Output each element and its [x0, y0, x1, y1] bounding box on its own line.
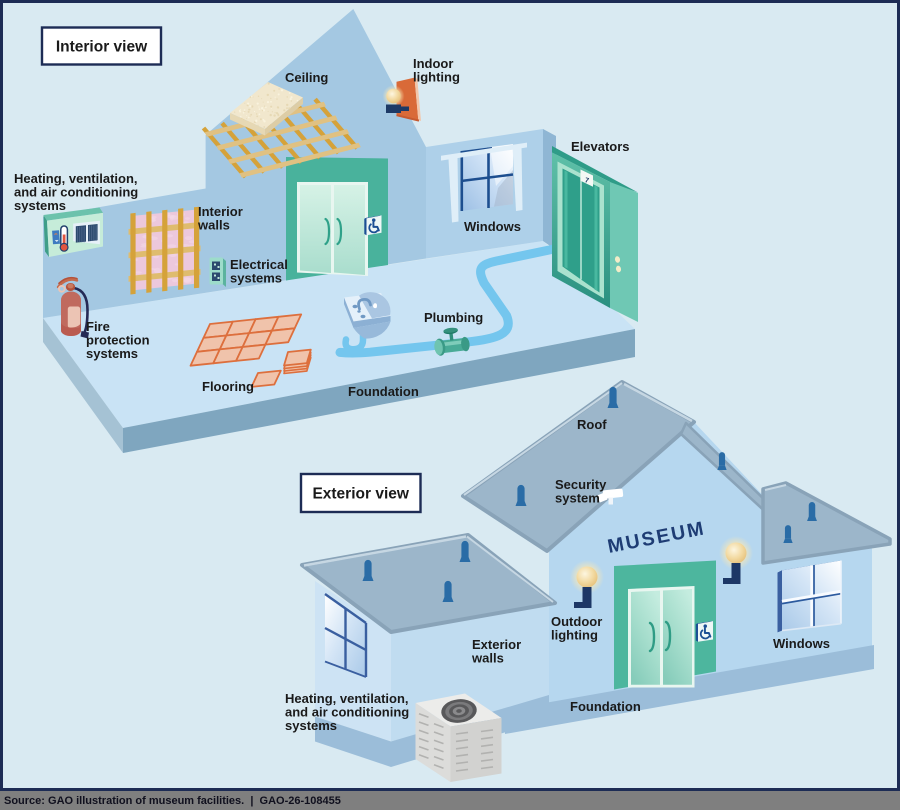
svg-text:Heating, ventilation,: Heating, ventilation, [14, 171, 138, 186]
svg-text:Elevators: Elevators [571, 139, 630, 154]
svg-text:protection: protection [86, 332, 150, 347]
svg-text:Outdoor: Outdoor [551, 614, 602, 629]
svg-text:walls: walls [197, 217, 230, 232]
svg-text:7: 7 [584, 177, 590, 185]
svg-text:Windows: Windows [773, 636, 830, 651]
svg-text:Exterior view: Exterior view [312, 486, 409, 503]
svg-text:Interior: Interior [198, 204, 243, 219]
svg-text:Heating, ventilation,: Heating, ventilation, [285, 691, 409, 706]
svg-text:Source: GAO illustration of mu: Source: GAO illustration of museum facil… [4, 795, 341, 807]
svg-text:Windows: Windows [464, 219, 521, 234]
svg-text:Flooring: Flooring [202, 379, 254, 394]
svg-text:Fire: Fire [86, 319, 110, 334]
svg-text:Security: Security [555, 477, 607, 492]
svg-text:systems: systems [14, 198, 66, 213]
svg-text:lighting: lighting [551, 627, 598, 642]
svg-text:walls: walls [471, 650, 504, 665]
svg-text:Ceiling: Ceiling [285, 70, 328, 85]
svg-text:Roof: Roof [577, 417, 607, 432]
svg-text:and air conditioning: and air conditioning [285, 704, 409, 719]
svg-text:Foundation: Foundation [348, 384, 419, 399]
svg-text:systems: systems [86, 346, 138, 361]
svg-text:system: system [555, 490, 600, 505]
svg-text:Indoor: Indoor [413, 56, 453, 71]
svg-text:systems: systems [285, 718, 337, 733]
svg-text:Interior view: Interior view [56, 39, 148, 56]
svg-text:and air conditioning: and air conditioning [14, 184, 138, 199]
svg-text:Exterior: Exterior [472, 637, 521, 652]
svg-text:Plumbing: Plumbing [424, 310, 483, 325]
svg-text:Foundation: Foundation [570, 699, 641, 714]
svg-text:Electrical: Electrical [230, 257, 288, 272]
svg-text:lighting: lighting [413, 69, 460, 84]
svg-text:systems: systems [230, 270, 282, 285]
